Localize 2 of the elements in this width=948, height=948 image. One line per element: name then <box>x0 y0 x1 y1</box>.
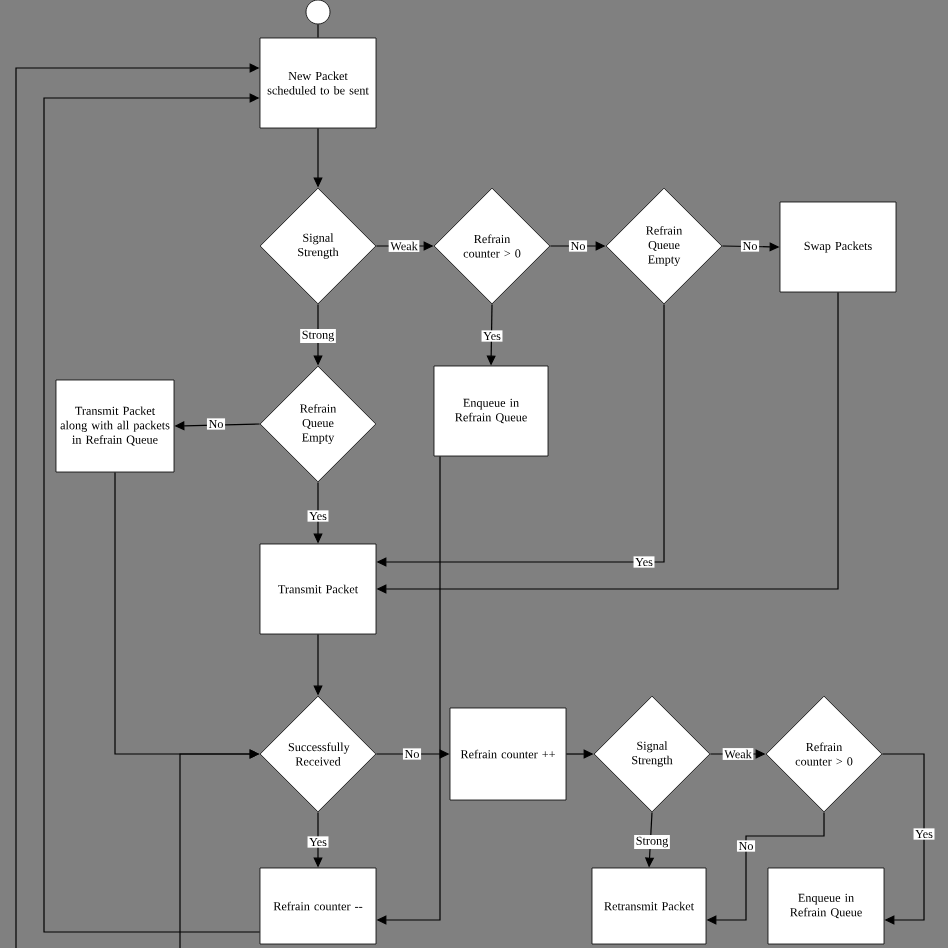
arrow <box>881 753 925 925</box>
arrow <box>43 93 261 933</box>
